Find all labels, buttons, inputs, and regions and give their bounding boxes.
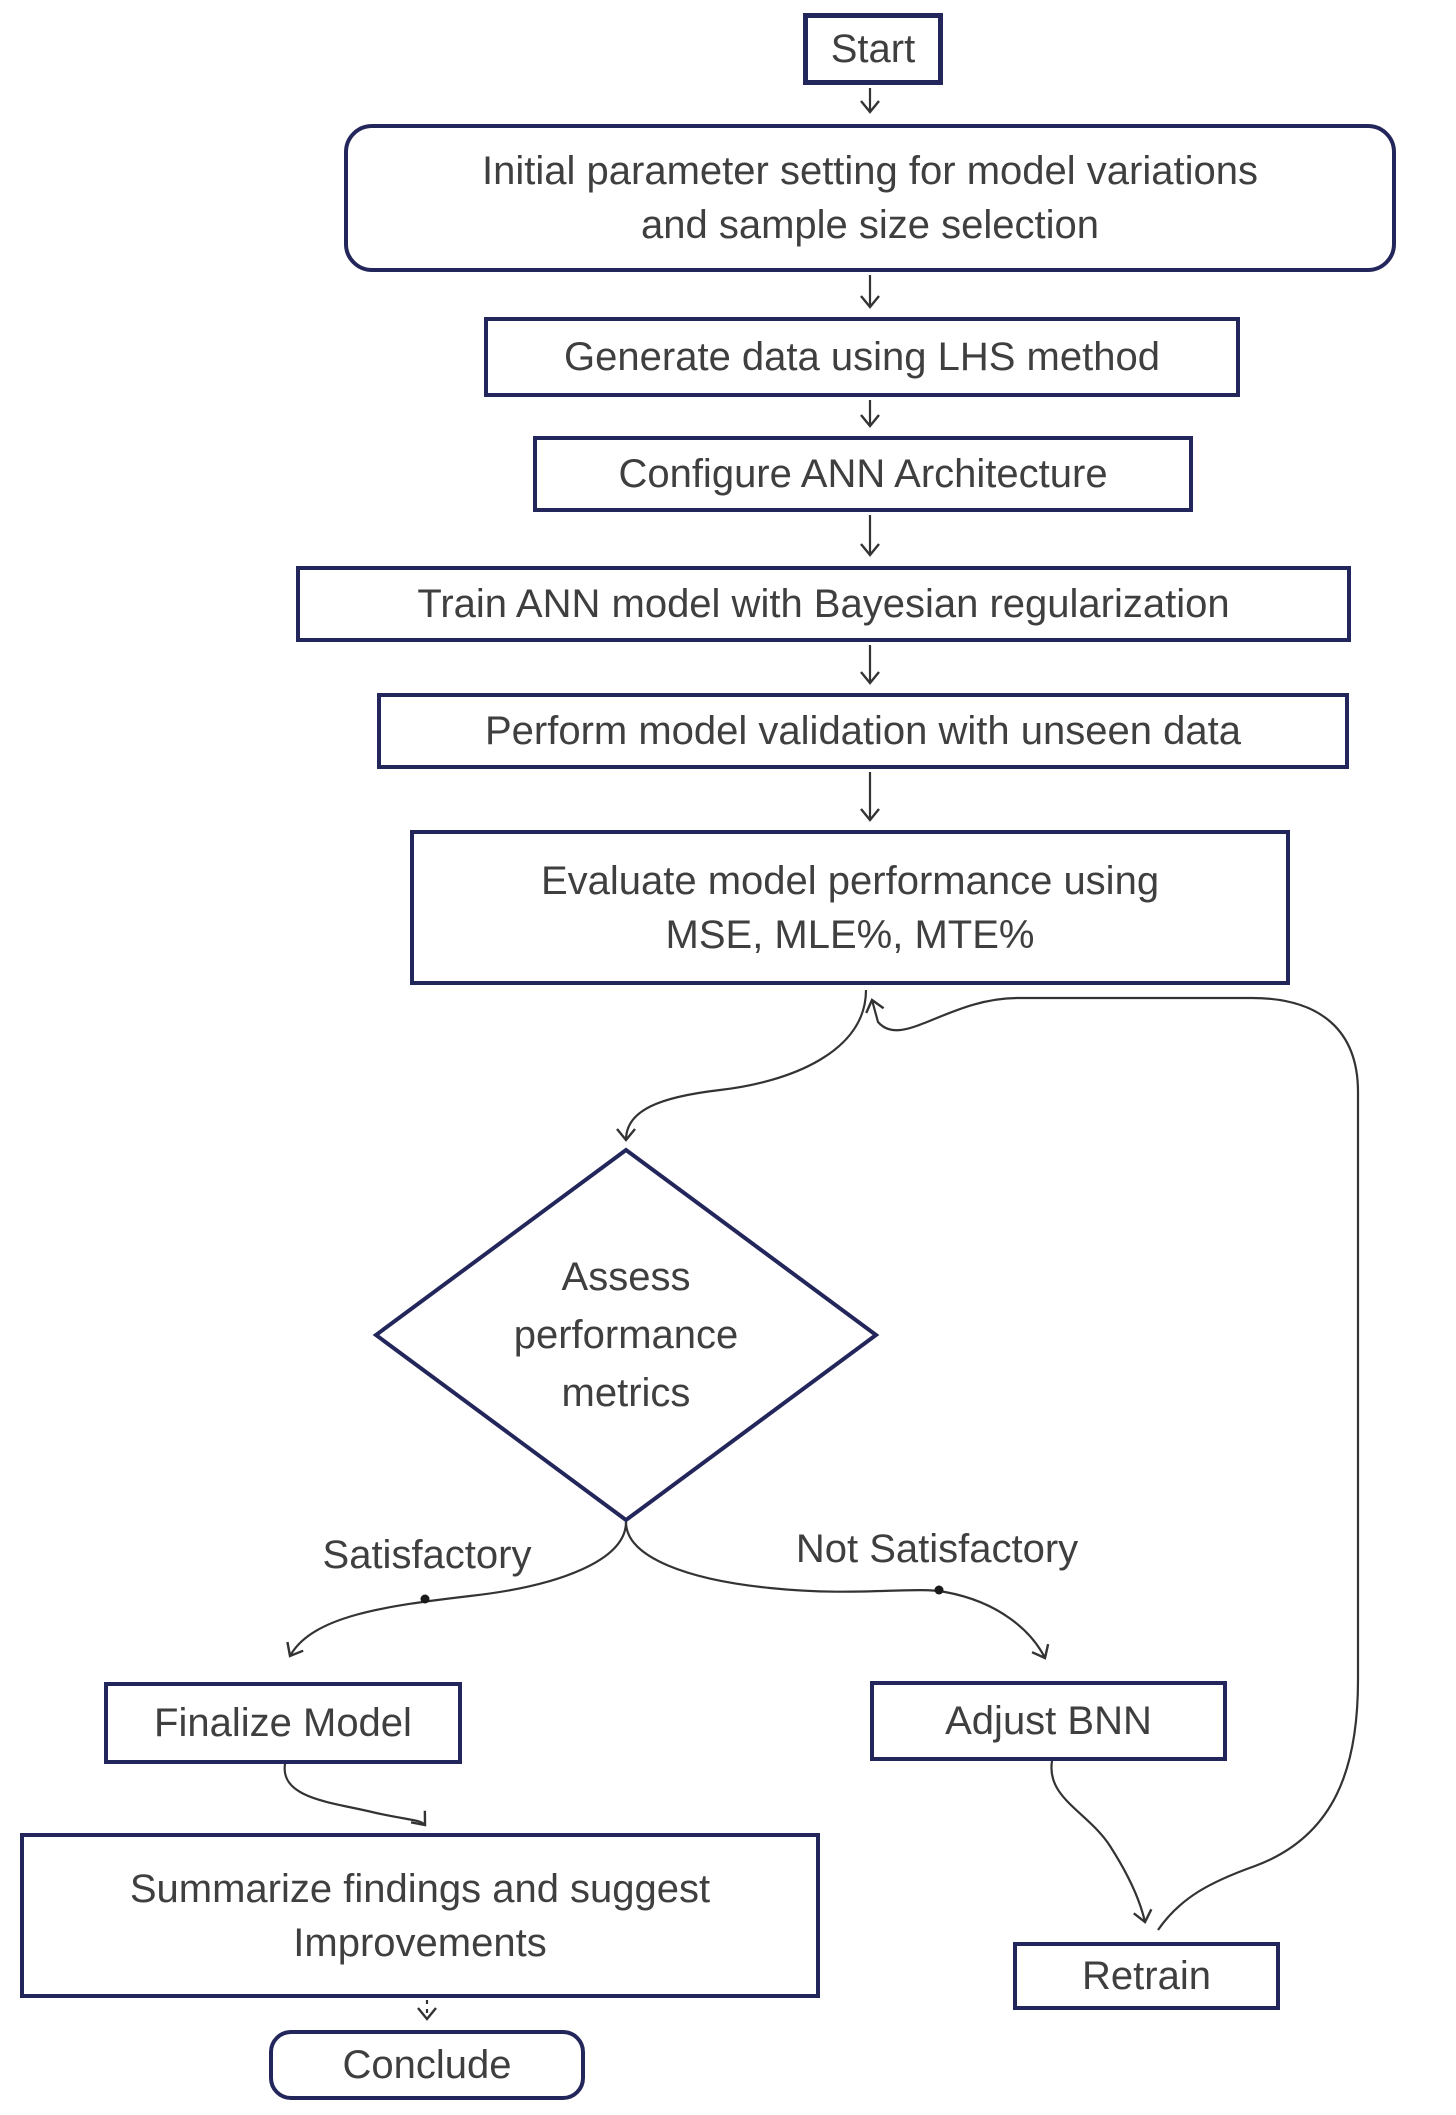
- node-generate-label: Generate data using LHS method: [564, 335, 1160, 379]
- edge-adjust-to-retrain: [1050, 1760, 1153, 1924]
- node-finalize-model: Finalize Model: [104, 1682, 462, 1764]
- node-configure-ann: Configure ANN Architecture: [533, 436, 1193, 512]
- edge-label-satisfactory: Satisfactory: [322, 1533, 532, 1577]
- node-validate-model: Perform model validation with unseen dat…: [377, 693, 1349, 769]
- node-summarize-line2: Improvements: [293, 1920, 547, 1965]
- node-retrain: Retrain: [1013, 1942, 1280, 2010]
- decision-diamond-shape: [372, 1147, 880, 1523]
- node-train-label: Train ANN model with Bayesian regulariza…: [417, 582, 1230, 626]
- decision-line2: performance: [513, 1313, 739, 1357]
- edge-label-not-satisfactory: Not Satisfactory: [795, 1527, 1079, 1571]
- node-initial-line1: Initial parameter setting for model vari…: [482, 149, 1258, 193]
- node-start: Start: [803, 13, 943, 85]
- node-generate-data: Generate data using LHS method: [484, 317, 1240, 397]
- branch-dot-satisfactory: [420, 1594, 430, 1604]
- node-initial-line2: and sample size selection: [640, 203, 1100, 247]
- node-conclude-label: Conclude: [342, 2043, 512, 2087]
- node-initial-parameters: Initial parameter setting for model vari…: [344, 124, 1396, 272]
- node-adjust-bnn: Adjust BNN: [870, 1681, 1227, 1761]
- node-configure-label: Configure ANN Architecture: [618, 452, 1108, 496]
- decision-line1: Assess: [561, 1255, 691, 1299]
- node-train-ann: Train ANN model with Bayesian regulariza…: [296, 566, 1351, 642]
- node-start-label: Start: [830, 27, 916, 71]
- node-conclude: Conclude: [269, 2030, 585, 2100]
- edge-finalize-to-summarize: [283, 1763, 427, 1827]
- node-assess-metrics: Assess performance metrics: [426, 1238, 826, 1432]
- decision-line3: metrics: [561, 1371, 691, 1415]
- node-evaluate-line2: MSE, MLE%, MTE%: [665, 912, 1035, 957]
- edge-evaluate-to-decision: [616, 989, 868, 1142]
- edge-decision-to-adjust: [624, 1521, 1050, 1660]
- node-summarize-findings: Summarize findings and suggest Improveme…: [20, 1833, 820, 1998]
- edge-retrain-loop-to-evaluate: [865, 996, 1360, 1931]
- node-evaluate-line1: Evaluate model performance using: [540, 858, 1160, 903]
- edge-decision-to-finalize: [286, 1521, 628, 1658]
- node-finalize-label: Finalize Model: [154, 1701, 412, 1745]
- branch-dot-not-satisfactory: [934, 1585, 944, 1595]
- node-evaluate-performance: Evaluate model performance using MSE, ML…: [410, 830, 1290, 985]
- node-retrain-label: Retrain: [1082, 1954, 1211, 1998]
- node-validate-label: Perform model validation with unseen dat…: [485, 709, 1241, 753]
- node-adjust-label: Adjust BNN: [945, 1699, 1152, 1743]
- node-summarize-line1: Summarize findings and suggest: [129, 1866, 711, 1911]
